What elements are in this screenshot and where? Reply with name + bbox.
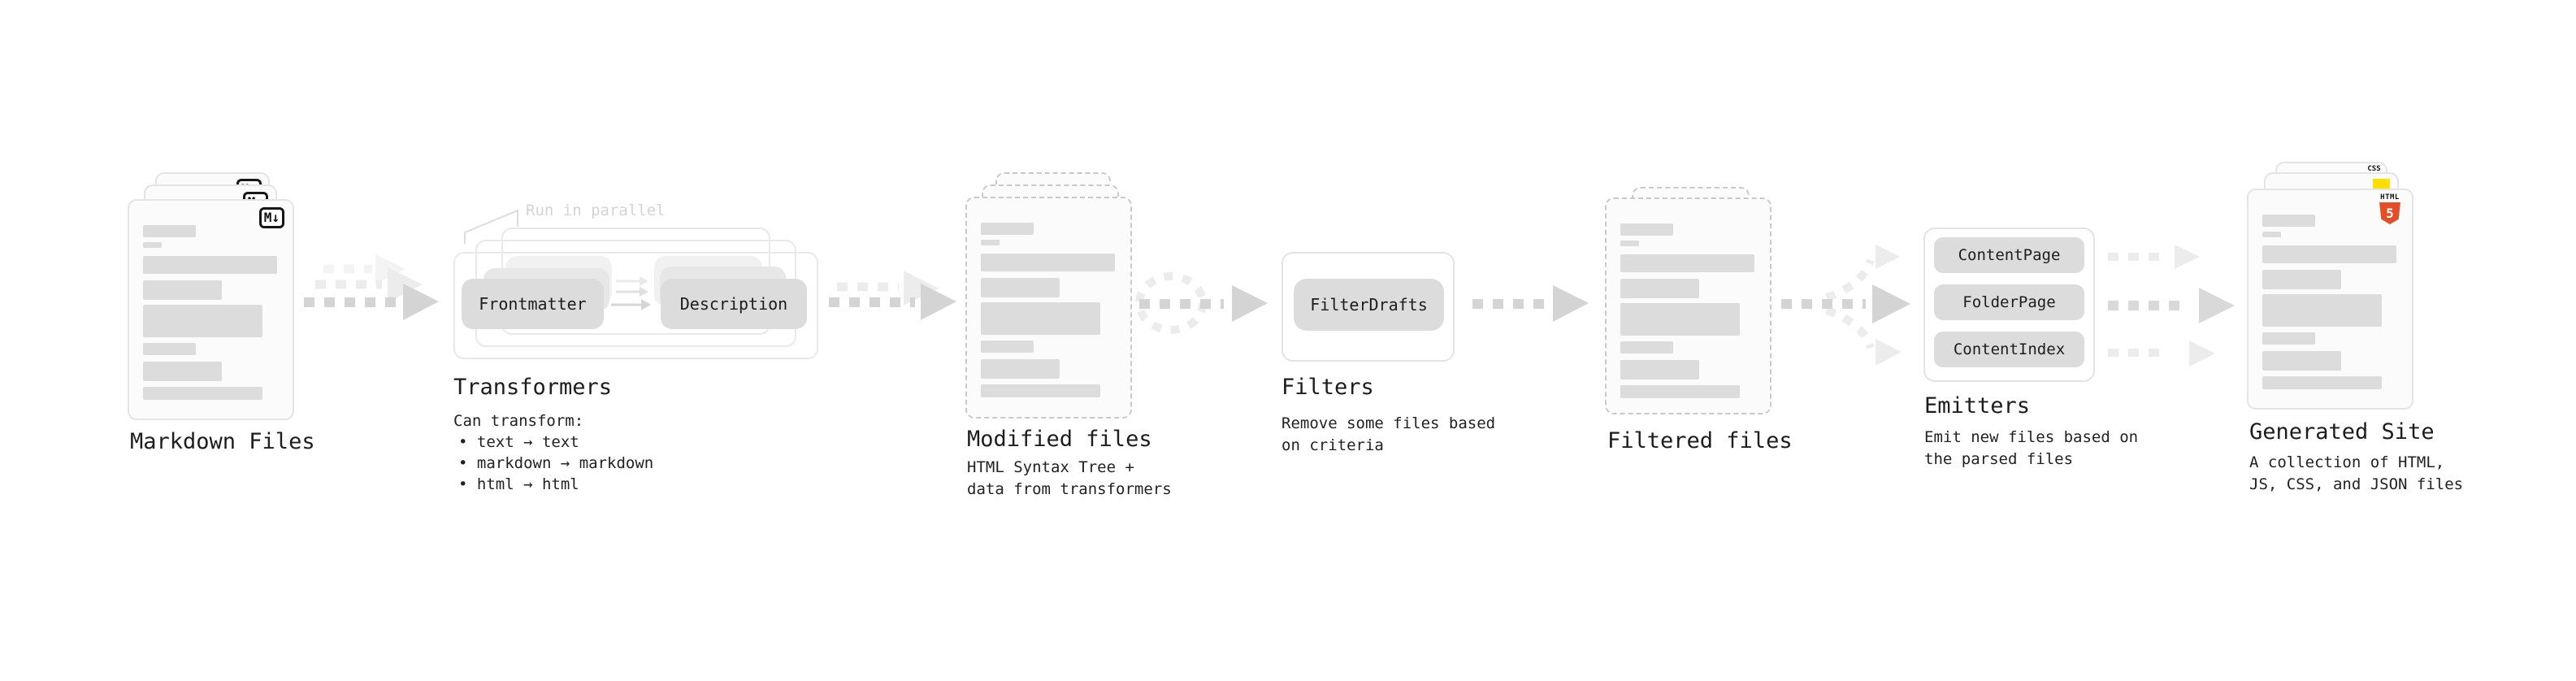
text-placeholder-bar (2262, 332, 2315, 345)
text-placeholder-bar (981, 240, 1000, 245)
html5-icon: HTML 5 (2378, 193, 2402, 224)
emitters-caption: Emit new files based on the parsed files (1924, 427, 2138, 471)
transformers-title: Transformers (453, 375, 613, 400)
bullet-markdown-to-markdown: • markdown → markdown (458, 454, 654, 472)
css-icon-label: CSS (2367, 165, 2381, 173)
text-placeholder-bar (2262, 245, 2396, 263)
arrow-transformers-to-modified (829, 271, 956, 320)
text-placeholder-bar (143, 387, 262, 400)
text-placeholder-bar (1620, 279, 1699, 298)
text-placeholder-bar (2262, 232, 2281, 237)
text-placeholder-bar (143, 242, 162, 248)
text-placeholder-bar (143, 343, 196, 355)
bullet-html-to-html: • html → html (458, 475, 579, 493)
modified-files-title: Modified files (967, 427, 1152, 452)
filters-title: Filters (1281, 375, 1374, 400)
contentpage-pill: ContentPage (1934, 237, 2084, 273)
site-caption-line2: JS, CSS, and JSON files (2249, 475, 2464, 493)
markdown-icon: M↓ (258, 207, 284, 228)
html5-icon-label: HTML (2380, 193, 2400, 202)
arrow-markdown-to-transformers (304, 254, 439, 320)
text-placeholder-bar (1620, 385, 1740, 398)
text-placeholder-bar (143, 362, 222, 381)
modified-caption-line1: HTML Syntax Tree + (967, 458, 1134, 476)
html5-icon-shield: 5 (2379, 202, 2400, 224)
text-placeholder-bar (1620, 303, 1740, 336)
markdown-file-card: M↓ (128, 199, 294, 420)
site-caption-line1: A collection of HTML, (2249, 453, 2445, 471)
filters-caption-line1: Remove some files based (1281, 414, 1496, 432)
modified-file-card (965, 197, 1132, 419)
text-placeholder-bar (981, 359, 1060, 379)
arrow-filtered-to-emitters (1781, 245, 1910, 366)
emitters-caption-line2: the parsed files (1924, 450, 2074, 468)
text-placeholder-bar (1620, 341, 1673, 354)
arrow-emitters-to-site (2108, 245, 2235, 367)
text-placeholder-bar (981, 384, 1100, 397)
emitters-caption-line1: Emit new files based on (1924, 428, 2139, 446)
generated-site-caption: A collection of HTML, JS, CSS, and JSON … (2249, 452, 2463, 496)
text-placeholder-bar (2262, 294, 2382, 327)
emitters-title: Emitters (1924, 393, 2031, 419)
modified-caption-line2: data from transformers (967, 480, 1172, 498)
text-placeholder-bar (1620, 241, 1639, 246)
text-placeholder-bar (2262, 215, 2315, 227)
javascript-icon (2373, 179, 2390, 189)
filtered-files-title: Filtered files (1607, 428, 1793, 453)
contentindex-pill: ContentIndex (1934, 332, 2084, 367)
run-in-parallel-leader-line (464, 209, 518, 244)
generated-site-title: Generated Site (2249, 419, 2435, 445)
filtered-file-card (1605, 197, 1772, 414)
transformer-box (453, 252, 818, 359)
text-placeholder-bar (143, 256, 277, 274)
arrow-modified-to-filters (1135, 272, 1268, 334)
transformers-caption: Can transform: (453, 412, 584, 430)
text-placeholder-bar (1620, 360, 1699, 380)
bullet-text-to-text: • text → text (458, 433, 579, 451)
text-placeholder-bar (981, 254, 1115, 271)
text-placeholder-bar (1620, 223, 1673, 236)
text-placeholder-bar (981, 340, 1034, 353)
text-placeholder-bar (2262, 376, 2382, 389)
description-pill: Description (661, 279, 807, 329)
filters-caption: Remove some files based on criteria (1281, 413, 1495, 457)
filters-caption-line2: on criteria (1281, 436, 1384, 454)
text-placeholder-bar (2262, 270, 2341, 289)
text-placeholder-bar (981, 302, 1100, 335)
markdown-files-title: Markdown Files (130, 429, 315, 454)
arrow-filters-to-filtered (1472, 285, 1589, 322)
text-placeholder-bar (1620, 254, 1754, 272)
text-placeholder-bar (981, 278, 1060, 297)
text-placeholder-bar (2262, 351, 2341, 371)
run-in-parallel-annotation: Run in parallel (526, 202, 666, 219)
modified-files-caption: HTML Syntax Tree + data from transformer… (967, 457, 1172, 501)
text-placeholder-bar (143, 305, 262, 337)
filterdrafts-pill: FilterDrafts (1294, 279, 1444, 331)
transformers-bullets: • text → text • markdown → markdown • ht… (458, 432, 653, 495)
text-placeholder-bar (143, 280, 222, 300)
arrow-frontmatter-to-description (611, 276, 651, 310)
text-placeholder-bar (981, 223, 1034, 235)
site-file-card: HTML 5 (2247, 189, 2413, 410)
text-placeholder-bar (143, 225, 196, 237)
frontmatter-pill: Frontmatter (462, 279, 604, 329)
folderpage-pill: FolderPage (1934, 284, 2084, 320)
